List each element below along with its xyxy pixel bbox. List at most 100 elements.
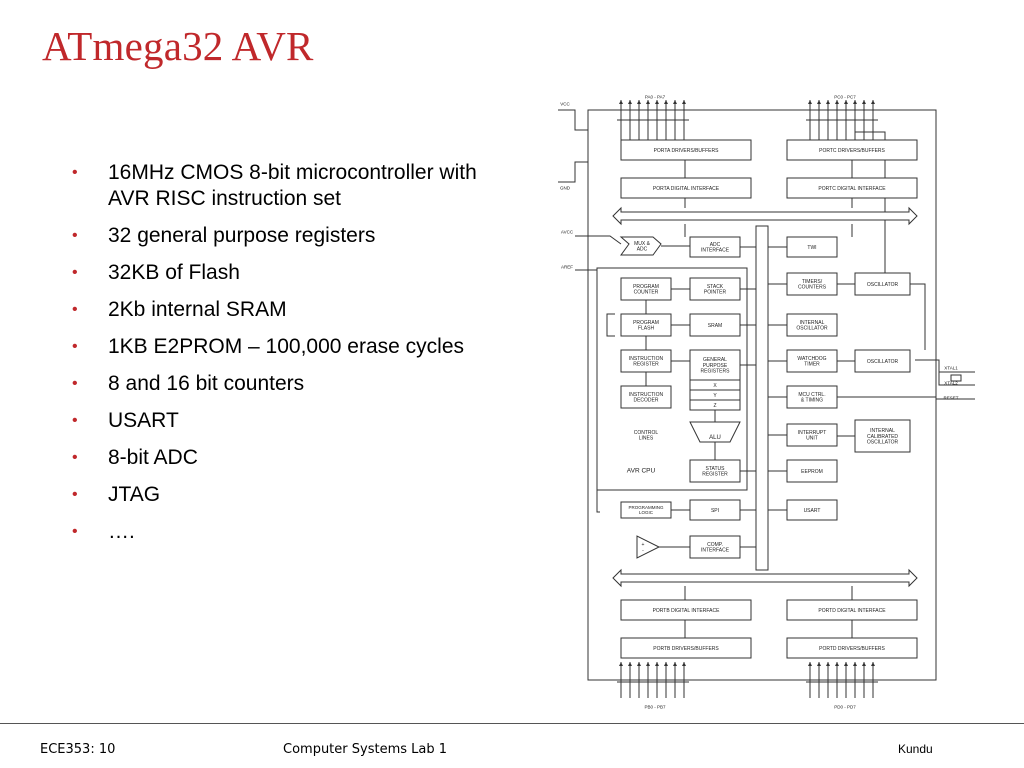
pins-top-a-arrow: [646, 100, 650, 104]
stack-pointer: [689, 277, 741, 301]
oscillator-1: [854, 272, 911, 296]
bullet-text: 32 general purpose registers: [108, 224, 376, 247]
pins-bottom-d-arrow: [817, 662, 821, 666]
twi-label: TWI: [807, 245, 816, 251]
bullet-item: • 32KB of Flash: [72, 260, 522, 286]
pins-bottom-d-arrow: [871, 662, 875, 666]
register-x-label: X: [713, 383, 717, 389]
bullet-text: 8-bit ADC: [108, 446, 198, 469]
register-y-label: Y: [713, 393, 717, 399]
crystal-icon: [950, 374, 962, 382]
chip-boundary: [587, 109, 937, 681]
oscillator-2-label: OSCILLATOR: [867, 359, 899, 365]
program-counter: [620, 277, 672, 301]
footer-slide-number: ECE353: 10: [40, 742, 116, 757]
bullet-item: •USART: [72, 408, 522, 434]
bullet-text: 32KB of Flash: [108, 261, 240, 284]
bullet-text: 16MHz CMOS 8-bit microcontroller with AV…: [108, 161, 477, 210]
pins-bottom-b-arrow: [664, 662, 668, 666]
porta-digital-interface-label: PORTA DIGITAL INTERFACE: [653, 186, 720, 192]
bullet-marker: •: [72, 486, 78, 503]
mux-adc-label: MUX &ADC: [634, 241, 651, 253]
twi: [786, 236, 838, 258]
pins-top-c-arrow: [808, 100, 812, 104]
pins-bottom-d-arrow: [835, 662, 839, 666]
pin-gnd-label: GND: [560, 186, 571, 191]
portc-drivers: [786, 139, 918, 161]
pins-bottom-d-arrow: [826, 662, 830, 666]
status-register: [689, 459, 741, 483]
footer-divider: [0, 723, 1024, 724]
bullet-item: •1KB E2PROM – 100,000 erase cycles: [72, 334, 522, 360]
wire-flash-loop: [606, 313, 615, 337]
pins-top-c-arrow: [853, 100, 857, 104]
watchdog-timer: [786, 349, 838, 373]
data-bus-top: [612, 206, 918, 226]
pins-bottom-d-arrow: [844, 662, 848, 666]
pins-bottom-b-arrow: [628, 662, 632, 666]
pins-bottom-b-arrow: [655, 662, 659, 666]
comparator-inputs-label: +-: [642, 542, 645, 554]
portd-drivers: [786, 637, 918, 659]
porta-digital-interface: [620, 177, 752, 199]
pins-top-a-arrow: [637, 100, 641, 104]
eeprom-label: EEPROM: [801, 469, 823, 475]
data-bus-bottom: [612, 568, 918, 588]
timers-counters: [786, 272, 838, 296]
register-z: [689, 399, 741, 411]
pins-top-a-arrow: [673, 100, 677, 104]
bullet-item: •….: [72, 519, 522, 545]
wire-vcc: [558, 109, 588, 131]
internal-bus: [755, 225, 769, 571]
bullet-marker: •: [72, 375, 78, 392]
wire-oscillator-top: [855, 131, 886, 273]
bullet-item: •32 general purpose registers: [72, 223, 522, 249]
portb-digital-interface: [620, 599, 752, 621]
portc-drivers-label: PORTC DRIVERS/BUFFERS: [819, 148, 885, 154]
pins-top-a-arrow: [619, 100, 623, 104]
register-z-label: Z: [713, 403, 716, 409]
portb-drivers: [620, 637, 752, 659]
pins-bottom-d-arrow: [853, 662, 857, 666]
program-flash: [620, 313, 672, 337]
portc-digital-interface-label: PORTC DIGITAL INTERFACE: [818, 186, 886, 192]
spi: [689, 499, 741, 521]
bullet-text: ….: [108, 520, 135, 543]
interrupt-unit: [786, 423, 838, 447]
pin-pc-label: PC0 - PC7: [834, 95, 856, 100]
pin-aref-label: AREF: [561, 265, 573, 270]
avr-cpu-label: AVR CPU: [627, 467, 656, 474]
pin-pb-label: PB0 - PB7: [644, 705, 666, 710]
bullet-text: 2Kb internal SRAM: [108, 298, 287, 321]
mcu-ctrl-timing: [786, 385, 838, 409]
oscillator-2: [854, 349, 911, 373]
bullet-item: •JTAG: [72, 482, 522, 508]
pins-bottom-d-arrow: [808, 662, 812, 666]
pin-pd-label: PD0 - PD7: [834, 705, 856, 710]
alu-label: ALU: [709, 435, 721, 441]
footer-author: Kundu: [898, 742, 933, 756]
portd-drivers-label: PORTD DRIVERS/BUFFERS: [819, 646, 885, 652]
pin-reset-label: RESET: [943, 396, 958, 401]
pins-bottom-b-arrow: [646, 662, 650, 666]
comp-interface: [689, 535, 741, 559]
bullet-marker: •: [72, 412, 78, 429]
pin-xtal1-label: XTAL1: [944, 366, 958, 371]
mux-adc: [619, 236, 662, 256]
pins-top-a-arrow: [682, 100, 686, 104]
portc-digital-interface: [786, 177, 918, 199]
instruction-decoder: [620, 385, 672, 409]
portd-digital-interface: [786, 599, 918, 621]
instruction-register: [620, 349, 672, 373]
bullet-marker: •: [72, 264, 78, 281]
eeprom: [786, 459, 838, 483]
bullet-item: •8 and 16 bit counters: [72, 371, 522, 397]
wire-xtal2: [915, 359, 975, 386]
pins-top-a-arrow: [664, 100, 668, 104]
